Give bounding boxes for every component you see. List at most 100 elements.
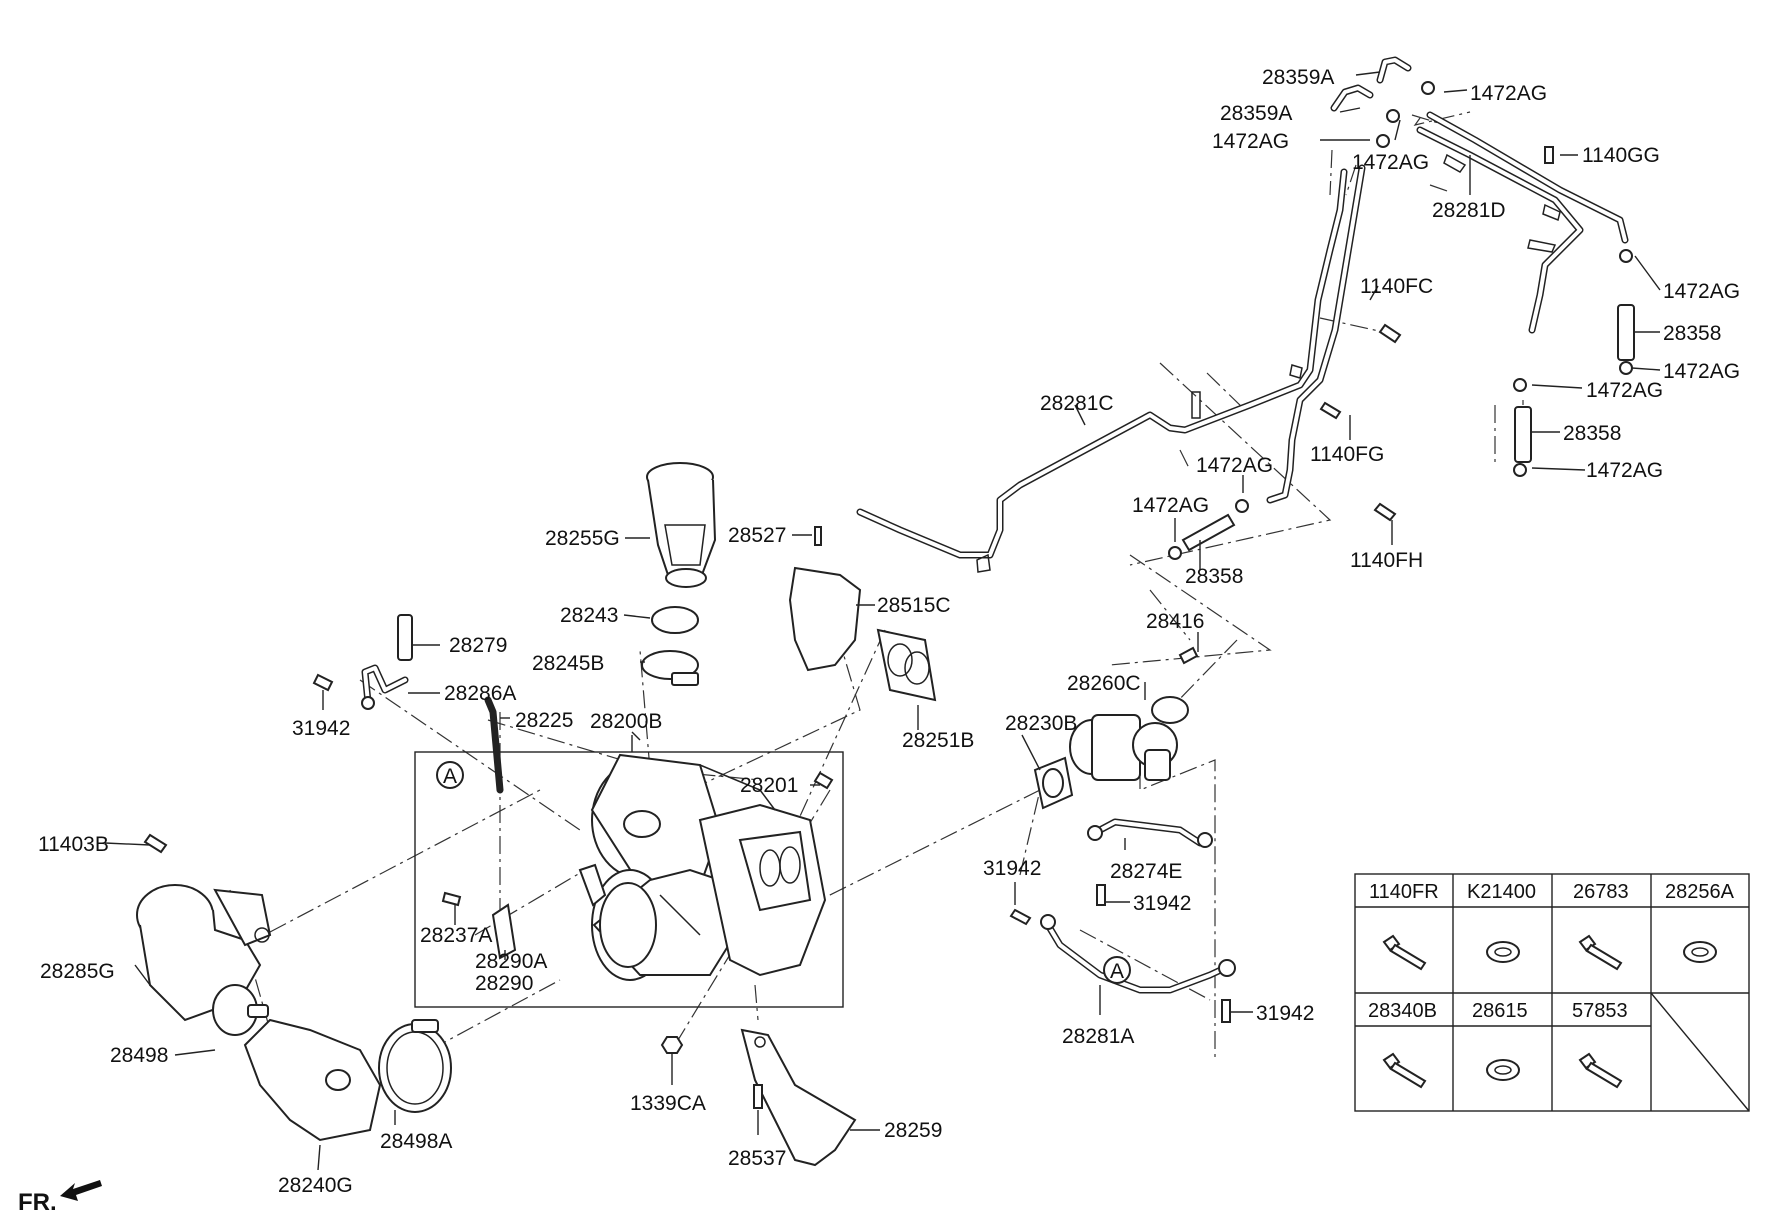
callout-28290A: 28290A: [475, 950, 547, 973]
stud-28201: [813, 771, 834, 790]
callout-28245B: 28245B: [532, 652, 604, 675]
callout-28498A: 28498A: [380, 1130, 452, 1153]
callout-11403B: 11403B: [38, 833, 109, 856]
callout-1140GG: 1140GG: [1582, 144, 1660, 167]
callout-1472AG-8: 1472AG: [1196, 454, 1273, 477]
hose-28498: [212, 984, 269, 1036]
bolt-icon: [1382, 1052, 1427, 1089]
callout-1472AG-3: 1472AG: [1352, 151, 1429, 174]
callout-1472AG-9: 1472AG: [1132, 494, 1209, 517]
hose-28279: [397, 614, 413, 661]
callout-28281D: 28281D: [1432, 199, 1506, 222]
callout-28274E: 28274E: [1110, 860, 1182, 883]
ref-marker-A-1-label: A: [443, 765, 457, 788]
clamp-28498A: [378, 1019, 452, 1113]
table-cell-28256A: 28256A: [1665, 881, 1735, 903]
turbo-assembly-frame: [414, 751, 844, 1008]
callout-28416: 28416: [1146, 610, 1204, 633]
turbocharger-28200B: [590, 753, 827, 981]
callout-28537: 28537: [728, 1147, 786, 1170]
hose-sleeve-28358-2: [1514, 406, 1532, 463]
heat-shield-28515C: [788, 566, 862, 672]
front-indicator: FR.: [18, 1180, 102, 1211]
callout-1472AG-4: 1472AG: [1663, 280, 1740, 303]
washer-icon: [1683, 941, 1717, 963]
bolt-28527: [814, 526, 822, 546]
front-arrow-icon: [60, 1180, 102, 1201]
callout-28260C: 28260C: [1067, 672, 1141, 695]
callout-28225: 28225: [515, 709, 573, 732]
bolt-11403B: [143, 833, 168, 854]
actuator-28290: [491, 863, 607, 960]
callout-28240G: 28240G: [278, 1174, 353, 1197]
callout-1472AG-5: 1472AG: [1663, 360, 1740, 383]
callout-28251B: 28251B: [902, 729, 974, 752]
table-cell-1140FR: 1140FR: [1369, 881, 1439, 903]
oil-return-pipe-28225: [484, 696, 504, 794]
callout-28286A: 28286A: [444, 682, 516, 705]
callout-1472AG-2: 1472AG: [1212, 130, 1289, 153]
callout-28527: 28527: [728, 524, 786, 547]
callout-31942-2: 31942: [1133, 892, 1191, 915]
gasket-28251B: [876, 628, 937, 702]
washer-icon: [1486, 1059, 1520, 1081]
callout-28281A: 28281A: [1062, 1025, 1134, 1048]
nut-1339CA: [660, 1036, 684, 1054]
callout-28358-1: 28358: [1663, 322, 1721, 345]
callout-28498: 28498: [110, 1044, 168, 1067]
callout-28358-2: 28358: [1563, 422, 1621, 445]
hose-clamps-1472AG: [1168, 81, 1633, 560]
callout-28200B: 28200B: [590, 710, 662, 733]
callout-28358-3: 28358: [1185, 565, 1243, 588]
table-cell-28615: 28615: [1472, 1000, 1528, 1022]
table-cell-26783: 26783: [1573, 881, 1629, 903]
callout-28259: 28259: [884, 1119, 942, 1142]
callout-labels: 28359A 1472AG 28359A 1472AG 1472AG 1140G…: [38, 66, 1740, 1197]
hose-28359A: [1330, 56, 1412, 112]
bolt-31942-2: [1096, 884, 1106, 906]
hose-sleeve-28358-3: [1181, 513, 1236, 552]
bracket-28259: [740, 1028, 857, 1167]
bolt-31942-1: [312, 673, 334, 692]
callout-1339CA: 1339CA: [630, 1092, 706, 1115]
bolt-31942-4: [1221, 999, 1231, 1023]
callout-28285G: 28285G: [40, 960, 115, 983]
callout-28359A-1: 28359A: [1262, 66, 1334, 89]
clamp-28245B: [641, 650, 699, 686]
callout-1472AG-7: 1472AG: [1586, 459, 1663, 482]
oil-feed-pipe-28281C: [856, 164, 1366, 559]
pipe-28274E: [1087, 818, 1213, 848]
intake-pipe-28255G: [646, 462, 717, 588]
leader-lines: [104, 71, 1661, 1171]
table-cell-K21400: K21400: [1467, 881, 1536, 903]
callout-28290: 28290: [475, 972, 533, 995]
bolt-28537: [753, 1084, 763, 1109]
ref-marker-A-1: A: [436, 761, 464, 789]
callout-28237A: 28237A: [420, 924, 492, 947]
bolt-icon: [1578, 1052, 1623, 1089]
ref-marker-A-2-label: A: [1110, 960, 1124, 983]
callout-28359A-2: 28359A: [1220, 102, 1292, 125]
callout-28230B: 28230B: [1005, 712, 1077, 735]
callout-28243: 28243: [560, 604, 618, 627]
front-label: FR.: [18, 1189, 57, 1211]
callout-28255G: 28255G: [545, 527, 620, 550]
pipe-28286A: [361, 664, 409, 710]
parts-table: 1140FR K21400 26783 28256A 28340B 28615 …: [1354, 873, 1750, 1112]
callout-1140FG: 1140FG: [1310, 443, 1384, 466]
table-cell-28340B: 28340B: [1368, 1000, 1437, 1022]
pipe-28281A: [1040, 914, 1236, 994]
washer-icon: [1486, 941, 1520, 963]
bolts-right: [1178, 146, 1554, 665]
duct-28240G: [243, 1018, 382, 1142]
bolt-icon: [1578, 934, 1623, 971]
callout-31942-1: 31942: [292, 717, 350, 740]
callout-28515C: 28515C: [877, 594, 951, 617]
callout-28281C: 28281C: [1040, 392, 1114, 415]
egr-valve-28260C: [1069, 696, 1189, 781]
callout-1472AG-6: 1472AG: [1586, 379, 1663, 402]
callout-28279: 28279: [449, 634, 507, 657]
ref-marker-A-2: A: [1103, 956, 1131, 984]
table-cell-57853: 57853: [1572, 1000, 1628, 1022]
